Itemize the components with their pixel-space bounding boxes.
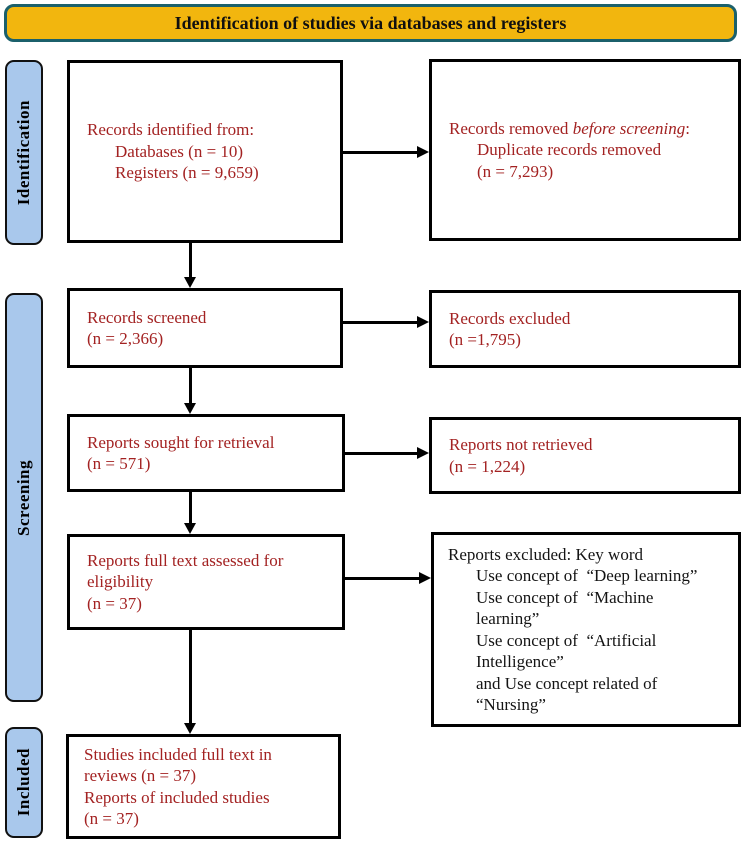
stage-identification-label: Identification: [14, 99, 33, 206]
arrow-screened-to-sought-head-icon: [184, 403, 196, 414]
box-line: Reports full text assessed for: [87, 550, 284, 570]
box-line: Records removed before screening:: [449, 118, 730, 140]
arrow-assessed-to-included-head-icon: [184, 723, 196, 734]
stage-identification: Identification: [5, 60, 43, 245]
box-line: Use concept of “Deep learning”: [476, 566, 698, 585]
box-reports-not-retrieved: Reports not retrieved (n = 1,224): [429, 417, 741, 494]
box-records-excluded: Records excluded (n =1,795): [429, 290, 741, 368]
box-line: (n = 571): [87, 454, 151, 473]
stage-screening: Screening: [5, 293, 43, 702]
arrow-sought-to-assessed-head-icon: [184, 523, 196, 534]
box-line: Reports sought for retrieval: [87, 432, 275, 452]
box-reports-assessed: Reports full text assessed for eligibili…: [67, 534, 345, 630]
box-line: (n = 37): [84, 809, 139, 828]
box-line: (n =1,795): [449, 330, 521, 349]
text-segment: :: [685, 118, 690, 138]
box-line: and Use concept related of: [476, 673, 658, 693]
box-records-removed: Records removed before screening: Duplic…: [429, 59, 741, 241]
banner: Identification of studies via databases …: [4, 4, 737, 42]
box-line: Intelligence”: [476, 652, 564, 671]
arrow-screened-to-excluded-line: [343, 321, 419, 324]
box-line: Databases (n = 10): [115, 141, 244, 161]
arrow-identified-to-screened-head-icon: [184, 277, 196, 288]
arrow-sought-to-assessed-line: [189, 492, 192, 524]
box-records-screened: Records screened (n = 2,366): [67, 288, 343, 368]
arrow-assessed-to-excludedkeywords-line: [345, 577, 421, 580]
box-line: Reports not retrieved: [449, 435, 593, 454]
stage-included-label: Included: [14, 748, 33, 817]
box-line: Records screened: [87, 307, 207, 327]
stage-screening-label: Screening: [14, 459, 33, 536]
box-line: Records excluded: [449, 308, 571, 328]
box-line: Use concept of “Artificial: [476, 630, 657, 650]
box-records-identified: Records identified from: Databases (n = …: [67, 60, 343, 243]
box-line: reviews (n = 37): [84, 766, 197, 785]
box-line: (n = 1,224): [449, 456, 526, 476]
arrow-sought-to-notretrieved-line: [345, 452, 419, 455]
box-reports-excluded-keywords: Reports excluded: Key word Use concept o…: [431, 532, 741, 727]
box-line: Reports excluded: Key word: [448, 544, 643, 564]
arrow-assessed-to-excludedkeywords-head-icon: [419, 572, 431, 584]
box-line: (n = 37): [87, 593, 142, 613]
box-studies-included: Studies included full text in reviews (n…: [66, 734, 341, 839]
arrow-screened-to-excluded-head-icon: [417, 316, 429, 328]
box-line: Duplicate records removed: [477, 140, 662, 160]
box-line: “Nursing”: [476, 695, 546, 714]
box-line: Registers (n = 9,659): [115, 163, 259, 183]
arrow-sought-to-notretrieved-head-icon: [417, 447, 429, 459]
arrow-screened-to-sought-line: [189, 368, 192, 404]
arrow-identified-to-screened-line: [189, 243, 192, 279]
box-line: (n = 2,366): [87, 329, 164, 348]
box-line: Use concept of “Machine: [476, 587, 654, 607]
stage-included: Included: [5, 727, 43, 838]
arrow-identified-to-removed-head-icon: [417, 146, 429, 158]
box-line: Records identified from:: [87, 120, 255, 140]
box-line: learning”: [476, 609, 540, 628]
box-line: eligibility: [87, 572, 154, 592]
text-segment-italic: before screening: [572, 118, 686, 138]
banner-title: Identification of studies via databases …: [174, 12, 567, 33]
box-line: Studies included full text in: [84, 744, 272, 764]
box-line: (n = 7,293): [477, 161, 554, 181]
box-line: Reports of included studies: [84, 787, 270, 807]
arrow-assessed-to-included-line: [189, 630, 192, 724]
box-reports-sought: Reports sought for retrieval (n = 571): [67, 414, 345, 492]
text-segment: Records removed: [449, 118, 573, 138]
arrow-identified-to-removed-line: [343, 151, 419, 154]
